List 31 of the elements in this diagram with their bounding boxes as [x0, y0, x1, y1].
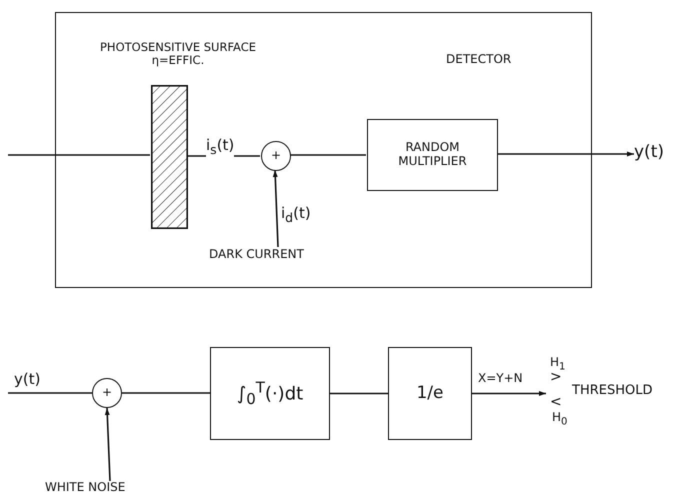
- signal-line: [8, 392, 92, 394]
- detector-box: [55, 12, 592, 288]
- process-box: [367, 119, 498, 191]
- hypothesis-label: H$_{0}$: [552, 411, 568, 428]
- edge-label: y(t): [14, 371, 40, 388]
- signal-line: [122, 392, 210, 394]
- summing-junction: [92, 378, 122, 408]
- plus-sign: +: [270, 149, 282, 163]
- edge-label: i$_{d}$(t): [281, 205, 311, 225]
- comparison-symbol: <: [550, 394, 562, 410]
- arrow: [472, 391, 546, 396]
- summing-junction: [261, 141, 291, 171]
- arrow: [104, 408, 111, 482]
- threshold-label: THRESHOLD: [572, 384, 652, 399]
- signal-line: [8, 154, 150, 156]
- arrow: [497, 152, 634, 156]
- integral-expression: ∫$_{0}$$^{T}$(·)dt: [236, 379, 304, 408]
- gain-box: [388, 347, 472, 440]
- signal-line: [290, 154, 366, 156]
- box-label: RANDOM MULTIPLIER: [397, 141, 468, 169]
- signal-line: [330, 392, 388, 394]
- input-label: WHITE NOISE: [45, 481, 126, 495]
- signal-label: y(t): [634, 143, 664, 163]
- plus-sign: +: [102, 386, 112, 400]
- component-label: PHOTOSENSITIVE SURFACE η=EFFIC.: [98, 41, 257, 68]
- arrow: [272, 170, 279, 248]
- integrator-box: [210, 347, 330, 440]
- edge-label: i$_{s}$(t): [206, 137, 234, 157]
- input-label: DARK CURRENT: [209, 248, 304, 262]
- box-label: 1/e: [416, 384, 444, 404]
- box-heading: DETECTOR: [446, 53, 512, 67]
